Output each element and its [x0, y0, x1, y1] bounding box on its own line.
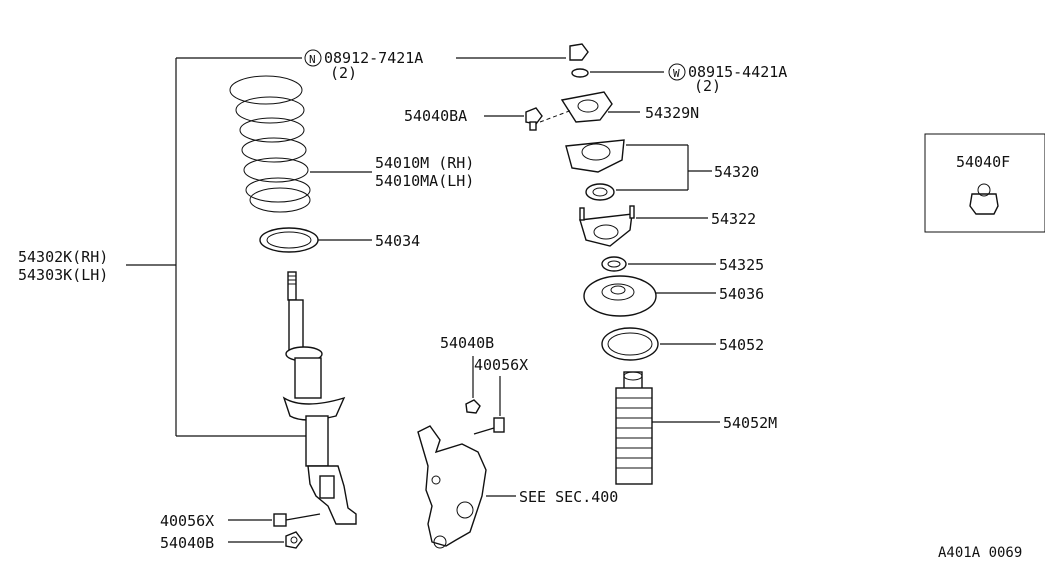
- label-54329n: 54329N: [645, 104, 699, 122]
- label-54040b-top: 54040B: [440, 334, 494, 352]
- top-mount-plate: [560, 91, 613, 123]
- symbol-w: W: [673, 67, 680, 80]
- label-54040f: 54040F: [956, 153, 1010, 171]
- label-40056x-top: 40056X: [474, 356, 528, 374]
- upper-spring-seat: [579, 205, 635, 247]
- strut-assembly-bracket: [126, 57, 306, 437]
- strut-body: [282, 271, 357, 525]
- label-54034: 54034: [375, 232, 420, 250]
- label-54010m: 54010M (RH): [375, 154, 474, 172]
- mount-nut-54040ba: [525, 107, 543, 131]
- top-mount-nut: [569, 43, 589, 61]
- spring-seat-rubber: [259, 227, 319, 253]
- spring-upper-seat: [583, 275, 657, 317]
- label-54325: 54325: [719, 256, 764, 274]
- label-54040b-bottom: 54040B: [160, 534, 214, 552]
- label-54052m: 54052M: [723, 414, 777, 432]
- diagram-reference-code: A401A 0069: [938, 545, 1022, 561]
- 54320-bracket: [616, 144, 712, 191]
- strut-lower-nut: [285, 531, 303, 549]
- label-54010ma: 54010MA(LH): [375, 172, 474, 190]
- knuckle-bolt: [473, 417, 505, 435]
- steering-knuckle: [417, 425, 487, 549]
- n-symbol-circle: [304, 49, 322, 67]
- dust-boot-bellows: [615, 371, 653, 485]
- bound-bumper-ring: [601, 256, 627, 272]
- label-08915-4421a: 08915-4421A: [688, 63, 787, 81]
- label-54052: 54052: [719, 336, 764, 354]
- label-08912-qty: (2): [330, 64, 357, 82]
- inset-box: [924, 133, 1045, 233]
- label-54040ba: 54040BA: [404, 107, 467, 125]
- label-54302k: 54302K(RH): [18, 248, 108, 266]
- top-mount-washer: [571, 68, 589, 78]
- knuckle-nut: [465, 399, 481, 414]
- label-54322: 54322: [711, 210, 756, 228]
- coil-spring: [229, 75, 311, 213]
- label-see-sec-400: SEE SEC.400: [519, 488, 618, 506]
- upper-rubber-seat: [601, 327, 659, 361]
- label-40056x-bottom: 40056X: [160, 512, 214, 530]
- symbol-n: N: [309, 53, 316, 66]
- label-08912-7421a: 08912-7421A: [324, 49, 423, 67]
- label-54036: 54036: [719, 285, 764, 303]
- w-symbol-circle: [668, 63, 686, 81]
- label-54303k: 54303K(LH): [18, 266, 108, 284]
- label-54320: 54320: [714, 163, 759, 181]
- label-08915-qty: (2): [694, 77, 721, 95]
- strut-lower-bolt: [273, 513, 321, 527]
- strut-mount-insulator: [565, 139, 625, 201]
